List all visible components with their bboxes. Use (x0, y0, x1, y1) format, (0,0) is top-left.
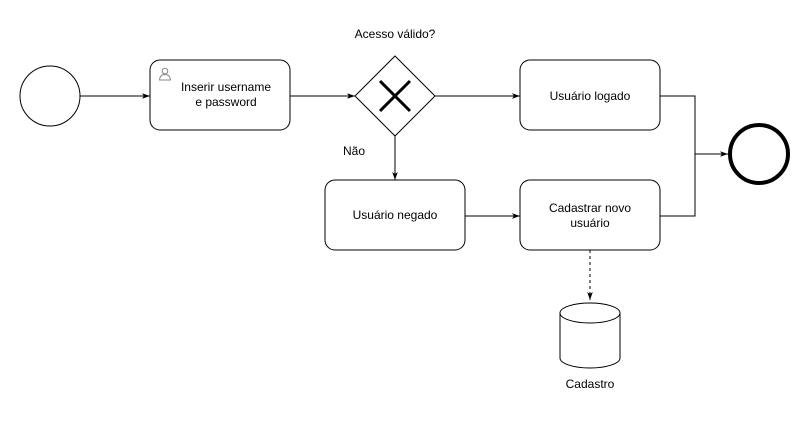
exclusive-gateway[interactable] (354, 55, 436, 137)
task-login-label-line1: Inserir username (181, 80, 271, 94)
task-denied-label: Usuário negado (353, 208, 438, 222)
datastore-label: Cadastro (566, 377, 615, 391)
task-login[interactable]: Inserir username e password (149, 59, 291, 131)
task-logged[interactable]: Usuário logado (519, 59, 661, 131)
task-register-label-line1: Cadastrar novo (549, 201, 631, 215)
task-register[interactable]: Cadastrar novo usuário (519, 179, 661, 251)
no-label: Não (343, 144, 365, 158)
user-icon (158, 67, 172, 81)
x-icon (378, 79, 412, 113)
flow-register-to-end (660, 154, 696, 217)
task-login-label-line2: e password (195, 95, 256, 109)
start-event[interactable] (19, 65, 81, 127)
gateway-label: Acesso válido? (355, 27, 436, 41)
flow-logged-to-end (660, 95, 696, 154)
task-logged-label: Usuário logado (550, 89, 631, 103)
datastore-cadastro[interactable]: Cadastro (559, 302, 621, 391)
task-denied[interactable]: Usuário negado (324, 179, 466, 251)
task-register-label-line2: usuário (570, 216, 610, 230)
end-event[interactable] (728, 123, 790, 185)
